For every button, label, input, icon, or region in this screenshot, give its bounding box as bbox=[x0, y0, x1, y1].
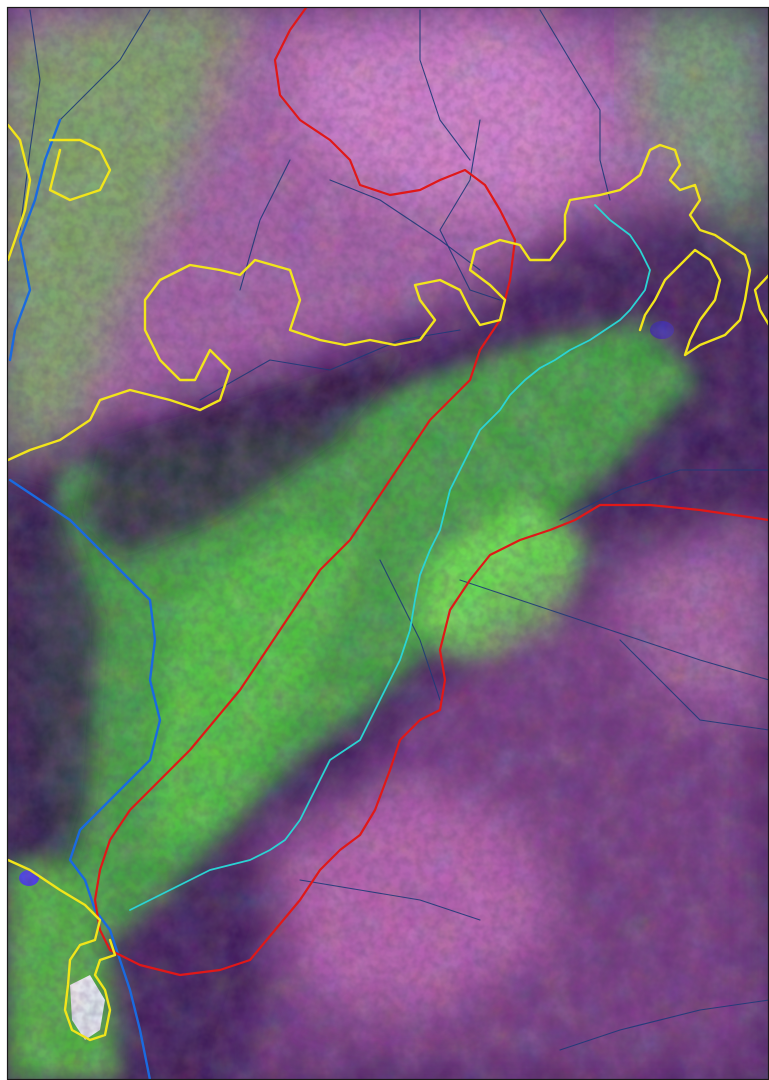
yellow-boundary-east bbox=[753, 273, 769, 327]
yellow-boundary-west bbox=[7, 123, 112, 262]
red-boundaries bbox=[93, 7, 769, 977]
stream-6 bbox=[439, 119, 501, 301]
stream-11 bbox=[559, 469, 769, 521]
red-boundary-south bbox=[108, 503, 769, 977]
yellow-boundaries bbox=[7, 123, 769, 1042]
stream-7 bbox=[329, 179, 481, 271]
vector-overlays bbox=[7, 7, 769, 1080]
yellow-boundary-southwest bbox=[7, 858, 117, 1042]
stream-1 bbox=[19, 9, 41, 231]
stream-10 bbox=[459, 579, 769, 681]
stream-4 bbox=[539, 9, 611, 201]
cyan-river bbox=[129, 204, 651, 911]
blue-river bbox=[8, 118, 162, 1080]
stream-14 bbox=[559, 999, 769, 1051]
stream-3 bbox=[419, 9, 471, 161]
stream-12 bbox=[619, 639, 769, 731]
red-boundary-north bbox=[93, 7, 517, 952]
stream-13 bbox=[299, 879, 481, 921]
stream-8 bbox=[199, 329, 461, 401]
stream-2 bbox=[59, 9, 151, 121]
navy-streams bbox=[19, 9, 769, 1051]
stream-9 bbox=[379, 559, 441, 701]
yellow-boundary-main bbox=[7, 143, 752, 462]
